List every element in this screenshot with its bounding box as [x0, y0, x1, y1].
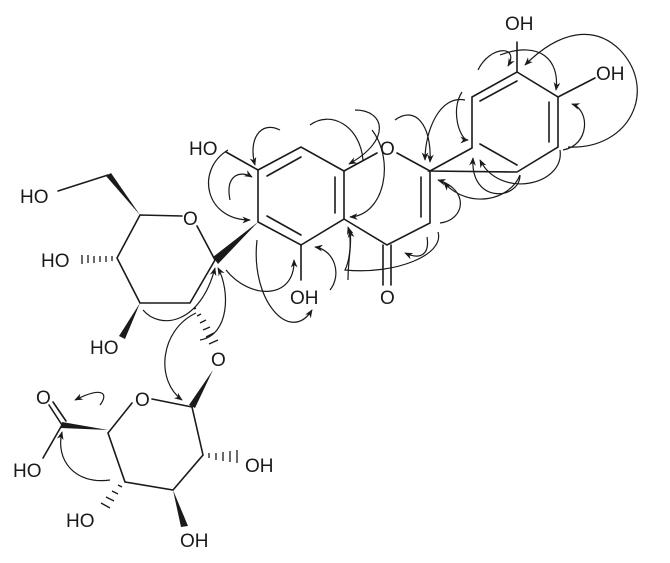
label-oh-glca-3: OH — [180, 531, 209, 552]
label-oh-5: OH — [290, 288, 319, 309]
label-ho-glca-4: HO — [66, 511, 95, 532]
label-ho-glc-4: HO — [41, 251, 70, 272]
label-ho-glc-3: HO — [90, 338, 119, 359]
atom-labels: OH OH HO O HO O HO OH O HO O O O HO OH H… — [13, 14, 625, 552]
hmbc-correlation-arrows — [56, 33, 638, 482]
label-oh-3prime: OH — [505, 14, 534, 35]
label-ho-ch2: HO — [20, 187, 49, 208]
label-o-1: O — [380, 139, 395, 160]
label-o-glca-ring: O — [135, 390, 150, 411]
label-o-acid: O — [36, 388, 51, 409]
label-oh-4prime: OH — [596, 64, 625, 85]
label-o-glc-ring: O — [183, 209, 198, 230]
label-ho-acid: HO — [13, 461, 42, 482]
label-o-glycosidic: O — [211, 350, 226, 371]
glucuronic-acid-ring — [42, 370, 213, 527]
hashed-bonds — [81, 255, 238, 509]
label-o-4: O — [380, 288, 395, 309]
ring-c — [343, 152, 431, 286]
ring-a — [257, 146, 345, 246]
glucose-ring — [57, 173, 216, 339]
label-ho-7: HO — [189, 139, 218, 160]
label-oh-glca-2: OH — [245, 456, 274, 477]
ring-b — [426, 41, 596, 173]
bond-7-oh — [225, 151, 259, 171]
wedge-c-glycoside — [213, 222, 258, 264]
